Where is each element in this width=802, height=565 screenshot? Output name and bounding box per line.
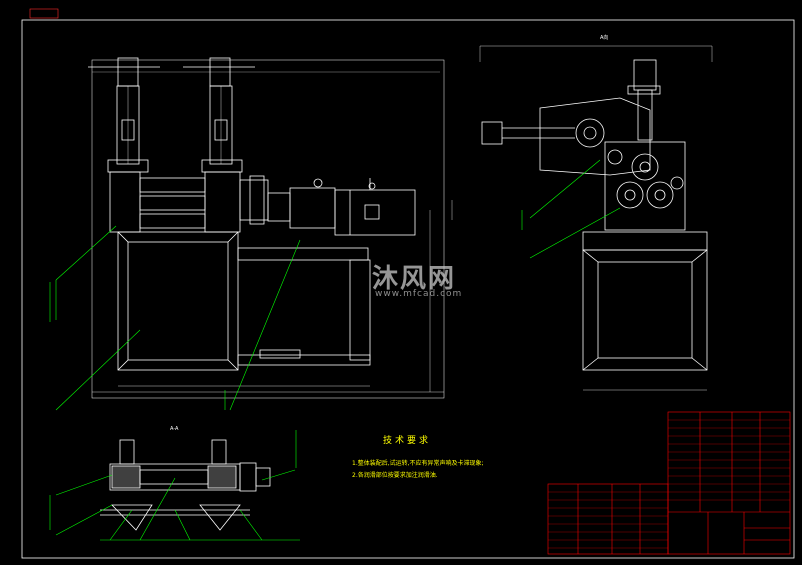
leader-lines [49, 159, 621, 541]
section-view [100, 439, 271, 531]
watermark-brand: 沐风网 [372, 264, 457, 294]
technical-note-1: 1.整体装配后,试运转,不应有异常声响及卡滞现象; [352, 460, 484, 467]
drawing-border [21, 19, 795, 559]
front-view [88, 57, 453, 399]
side-view [479, 45, 713, 391]
section-label: A-A [170, 426, 179, 432]
title-block [547, 411, 791, 555]
title-block-rows [548, 419, 790, 549]
technical-requirements-title: 技术要求 [383, 436, 432, 446]
technical-note-2: 2.各润滑部位按要求加注润滑油. [352, 472, 438, 479]
view-label: A向 [600, 35, 609, 41]
frame-tag-box [29, 8, 59, 19]
watermark-url: www.mfcad.com [375, 289, 463, 299]
